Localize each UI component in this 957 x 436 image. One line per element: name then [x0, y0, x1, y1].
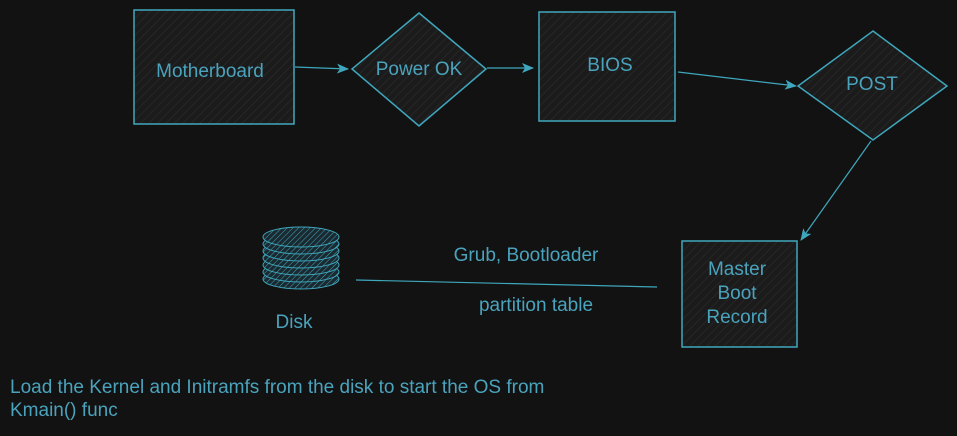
- edge-post-to-mbr: [800, 140, 872, 241]
- edge-label-partition-table: partition table: [479, 295, 593, 316]
- post-label: POST: [846, 74, 898, 95]
- disk-label: Disk: [276, 312, 313, 333]
- disk-icon: [262, 226, 340, 290]
- master-boot-record-node: Master Boot Record: [681, 240, 798, 348]
- mbr-label-line-3: Record: [706, 307, 767, 328]
- mbr-label-line-2: Boot: [717, 283, 757, 304]
- post-node: POST: [796, 30, 949, 141]
- motherboard-node: Motherboard: [133, 9, 295, 125]
- power-ok-node: Power OK: [350, 12, 488, 127]
- boot-note-text: Load the Kernel and Initramfs from the d…: [10, 377, 545, 421]
- edge-motherboard-to-power-ok: [294, 63, 349, 74]
- edge-label-grub-bootloader: Grub, Bootloader: [454, 245, 599, 266]
- bios-label: BIOS: [587, 55, 632, 76]
- mbr-label-line-1: Master: [708, 259, 767, 280]
- power-ok-label: Power OK: [376, 59, 463, 80]
- bios-node: BIOS: [538, 11, 676, 122]
- edge-bios-to-post: [677, 71, 797, 90]
- motherboard-label: Motherboard: [156, 61, 264, 82]
- edge-disk-to-mbr: [355, 279, 658, 288]
